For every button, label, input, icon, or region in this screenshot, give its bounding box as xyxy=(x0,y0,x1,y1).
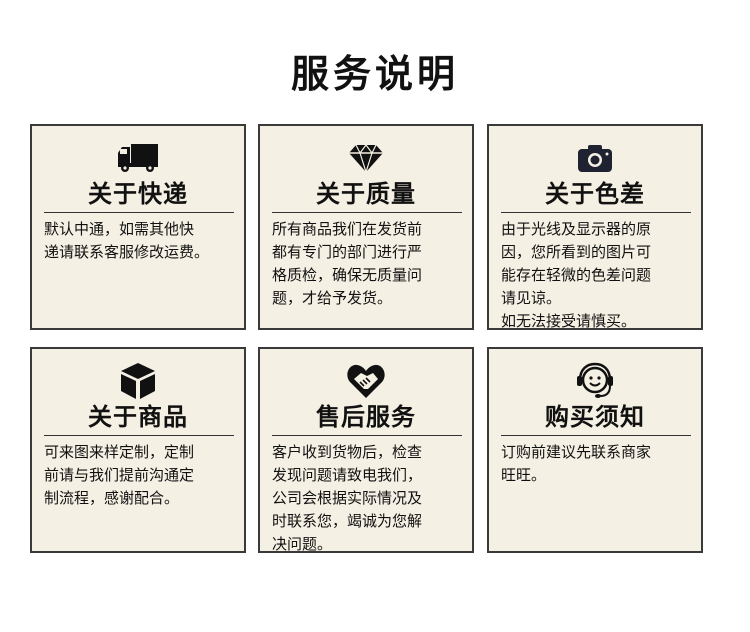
divider xyxy=(272,435,462,436)
card-title: 关于质量 xyxy=(316,180,416,208)
card-purchase-notice: 购买须知 订购前建议先联系商家 旺旺。 xyxy=(487,347,703,553)
card-body: 默认中通，如需其他快 递请联系客服修改运费。 xyxy=(44,220,210,261)
divider xyxy=(272,212,462,213)
divider xyxy=(44,212,234,213)
card-title: 购买须知 xyxy=(545,403,645,431)
card-after-sales: 售后服务 客户收到货物后，检查 发现问题请致电我们， 公司会根据实际情况及 时联… xyxy=(258,347,474,553)
card-body: 由于光线及显示器的原 因，您所看到的图片可 能存在轻微的色差问题 请见谅。 如无… xyxy=(501,220,652,330)
delivery-truck-icon xyxy=(32,138,244,178)
card-title: 关于商品 xyxy=(88,403,188,431)
handshake-heart-icon xyxy=(260,361,472,401)
card-body: 客户收到货物后，检查 发现问题请致电我们， 公司会根据实际情况及 时联系您，竭诚… xyxy=(272,443,423,553)
card-body: 订购前建议先联系商家 旺旺。 xyxy=(501,443,652,484)
card-color: 关于色差 由于光线及显示器的原 因，您所看到的图片可 能存在轻微的色差问题 请见… xyxy=(487,124,703,330)
card-title: 关于快递 xyxy=(88,180,188,208)
diamond-icon xyxy=(260,138,472,178)
headset-smiley-icon xyxy=(489,361,701,401)
divider xyxy=(501,212,691,213)
card-product: 关于商品 可来图来样定制，定制 前请与我们提前沟通定 制流程，感谢配合。 xyxy=(30,347,246,553)
card-body: 所有商品我们在发货前 都有专门的部门进行严 格质检，确保无质量问 题，才给予发货… xyxy=(272,220,423,307)
card-quality: 关于质量 所有商品我们在发货前 都有专门的部门进行严 格质检，确保无质量问 题，… xyxy=(258,124,474,330)
card-title: 售后服务 xyxy=(316,403,416,431)
page-title: 服务说明 xyxy=(290,52,459,96)
camera-icon xyxy=(489,138,701,178)
card-body: 可来图来样定制，定制 前请与我们提前沟通定 制流程，感谢配合。 xyxy=(44,443,195,507)
divider xyxy=(501,435,691,436)
box-icon xyxy=(32,361,244,401)
divider xyxy=(44,435,234,436)
card-title: 关于色差 xyxy=(545,180,645,208)
card-delivery: 关于快递 默认中通，如需其他快 递请联系客服修改运费。 xyxy=(30,124,246,330)
